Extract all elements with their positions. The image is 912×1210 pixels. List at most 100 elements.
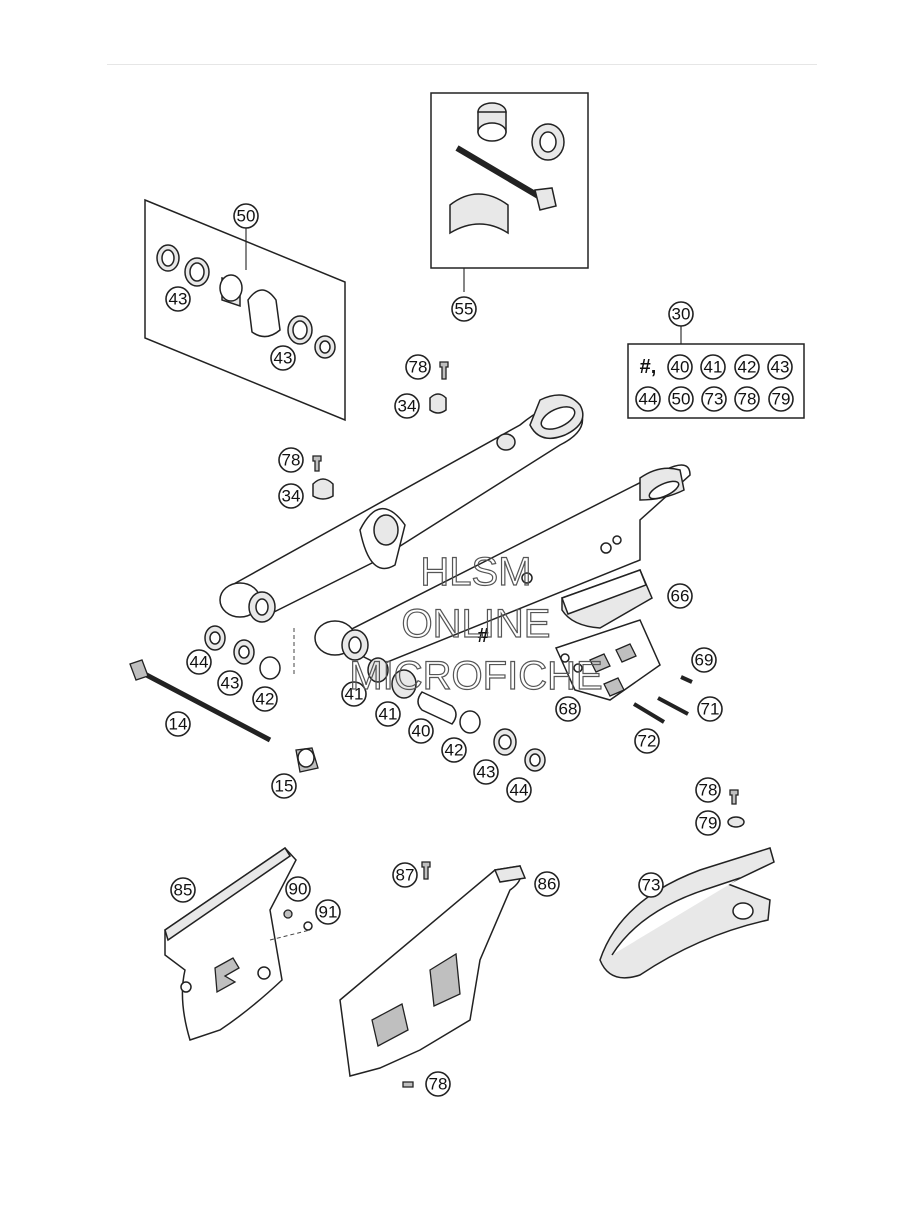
watermark-line-3: MICROFICHE: [349, 654, 602, 698]
svg-text:44: 44: [510, 781, 529, 800]
svg-text:90: 90: [289, 880, 308, 899]
svg-text:43: 43: [221, 674, 240, 693]
svg-text:72: 72: [638, 732, 657, 751]
callout-41: 41: [341, 681, 367, 707]
callout-41: 41: [375, 701, 401, 727]
callout-55: 55: [451, 296, 477, 322]
svg-text:43: 43: [169, 290, 188, 309]
callout-78: 78: [278, 447, 304, 473]
kit-30-item: 42: [734, 354, 760, 380]
svg-text:14: 14: [169, 715, 188, 734]
callout-43: 43: [217, 670, 243, 696]
chain-guard-86: [339, 861, 527, 1088]
kit-30-item: 43: [767, 354, 793, 380]
svg-text:78: 78: [409, 358, 428, 377]
callout-69: 69: [691, 647, 717, 673]
svg-text:79: 79: [772, 390, 791, 409]
kit-30-prefix: #,: [640, 356, 657, 378]
callout-44: 44: [506, 777, 532, 803]
svg-text:78: 78: [738, 390, 757, 409]
kit-30-item: 73: [701, 386, 727, 412]
kit-30-item: 78: [734, 386, 760, 412]
svg-text:78: 78: [429, 1075, 448, 1094]
svg-text:42: 42: [738, 358, 757, 377]
kit-50-box: [144, 198, 346, 422]
kit-30-item: 40: [667, 354, 693, 380]
svg-text:41: 41: [704, 358, 723, 377]
chain-guard-85: [164, 846, 313, 1041]
callout-71: 71: [697, 696, 723, 722]
svg-text:44: 44: [190, 653, 209, 672]
svg-text:71: 71: [701, 700, 720, 719]
watermark-line-1: HLSM: [420, 550, 531, 594]
callout-66: 66: [667, 583, 693, 609]
callout-90: 90: [285, 876, 311, 902]
callout-85: 85: [170, 877, 196, 903]
svg-text:73: 73: [642, 876, 661, 895]
callout-34: 34: [394, 393, 420, 419]
svg-text:66: 66: [671, 587, 690, 606]
svg-text:69: 69: [695, 651, 714, 670]
svg-text:43: 43: [477, 763, 496, 782]
top-divider: [107, 64, 817, 65]
callout-43: 43: [270, 345, 296, 371]
svg-text:41: 41: [345, 685, 364, 704]
callout-43: 43: [165, 286, 191, 312]
kit-30-item: 44: [635, 386, 661, 412]
svg-text:30: 30: [672, 305, 691, 324]
callout-43: 43: [473, 759, 499, 785]
svg-text:43: 43: [274, 349, 293, 368]
svg-text:86: 86: [538, 875, 557, 894]
callout-42: 42: [252, 686, 278, 712]
chain-slider: [599, 789, 775, 979]
svg-text:34: 34: [282, 487, 301, 506]
callout-78: 78: [695, 777, 721, 803]
fasteners-upper: [312, 361, 449, 500]
callout-40: 40: [408, 718, 434, 744]
svg-text:40: 40: [412, 722, 431, 741]
svg-text:79: 79: [699, 814, 718, 833]
callout-30: 30: [668, 301, 694, 327]
watermark: HLSM ONLINE MICROFICHE: [349, 549, 604, 698]
svg-text:44: 44: [639, 390, 658, 409]
kit-50-parts: [156, 244, 336, 359]
svg-text:50: 50: [672, 390, 691, 409]
kit-30-item: 41: [700, 354, 726, 380]
svg-text:15: 15: [275, 777, 294, 796]
chain-guide: [554, 569, 661, 701]
callout-50: 50: [233, 203, 259, 229]
svg-text:42: 42: [445, 741, 464, 760]
callout-34: 34: [278, 483, 304, 509]
hash-mark: #: [477, 625, 488, 647]
callout-79: 79: [695, 810, 721, 836]
callout-91: 91: [315, 899, 341, 925]
kit-55-parts: [449, 102, 565, 235]
callout-68: 68: [555, 696, 581, 722]
callout-44: 44: [186, 649, 212, 675]
svg-text:85: 85: [174, 881, 193, 900]
svg-text:87: 87: [396, 866, 415, 885]
svg-text:68: 68: [559, 700, 578, 719]
kit-55-box: [430, 92, 589, 292]
svg-text:41: 41: [379, 705, 398, 724]
svg-text:34: 34: [398, 397, 417, 416]
watermark-line-2: ONLINE: [402, 602, 551, 646]
callout-72: 72: [634, 728, 660, 754]
callout-78: 78: [405, 354, 431, 380]
callout-87: 87: [392, 862, 418, 888]
callout-15: 15: [271, 773, 297, 799]
svg-text:40: 40: [671, 358, 690, 377]
kit-30-item: 79: [768, 386, 794, 412]
pivot-bearings: [204, 625, 546, 772]
guide-screws: [632, 675, 693, 724]
callout-86: 86: [534, 871, 560, 897]
callout-78: 78: [425, 1071, 451, 1097]
callout-14: 14: [165, 711, 191, 737]
svg-text:91: 91: [319, 903, 338, 922]
swingarm: [219, 394, 691, 666]
kit-30-item: 50: [668, 386, 694, 412]
svg-text:42: 42: [256, 690, 275, 709]
svg-text:73: 73: [705, 390, 724, 409]
